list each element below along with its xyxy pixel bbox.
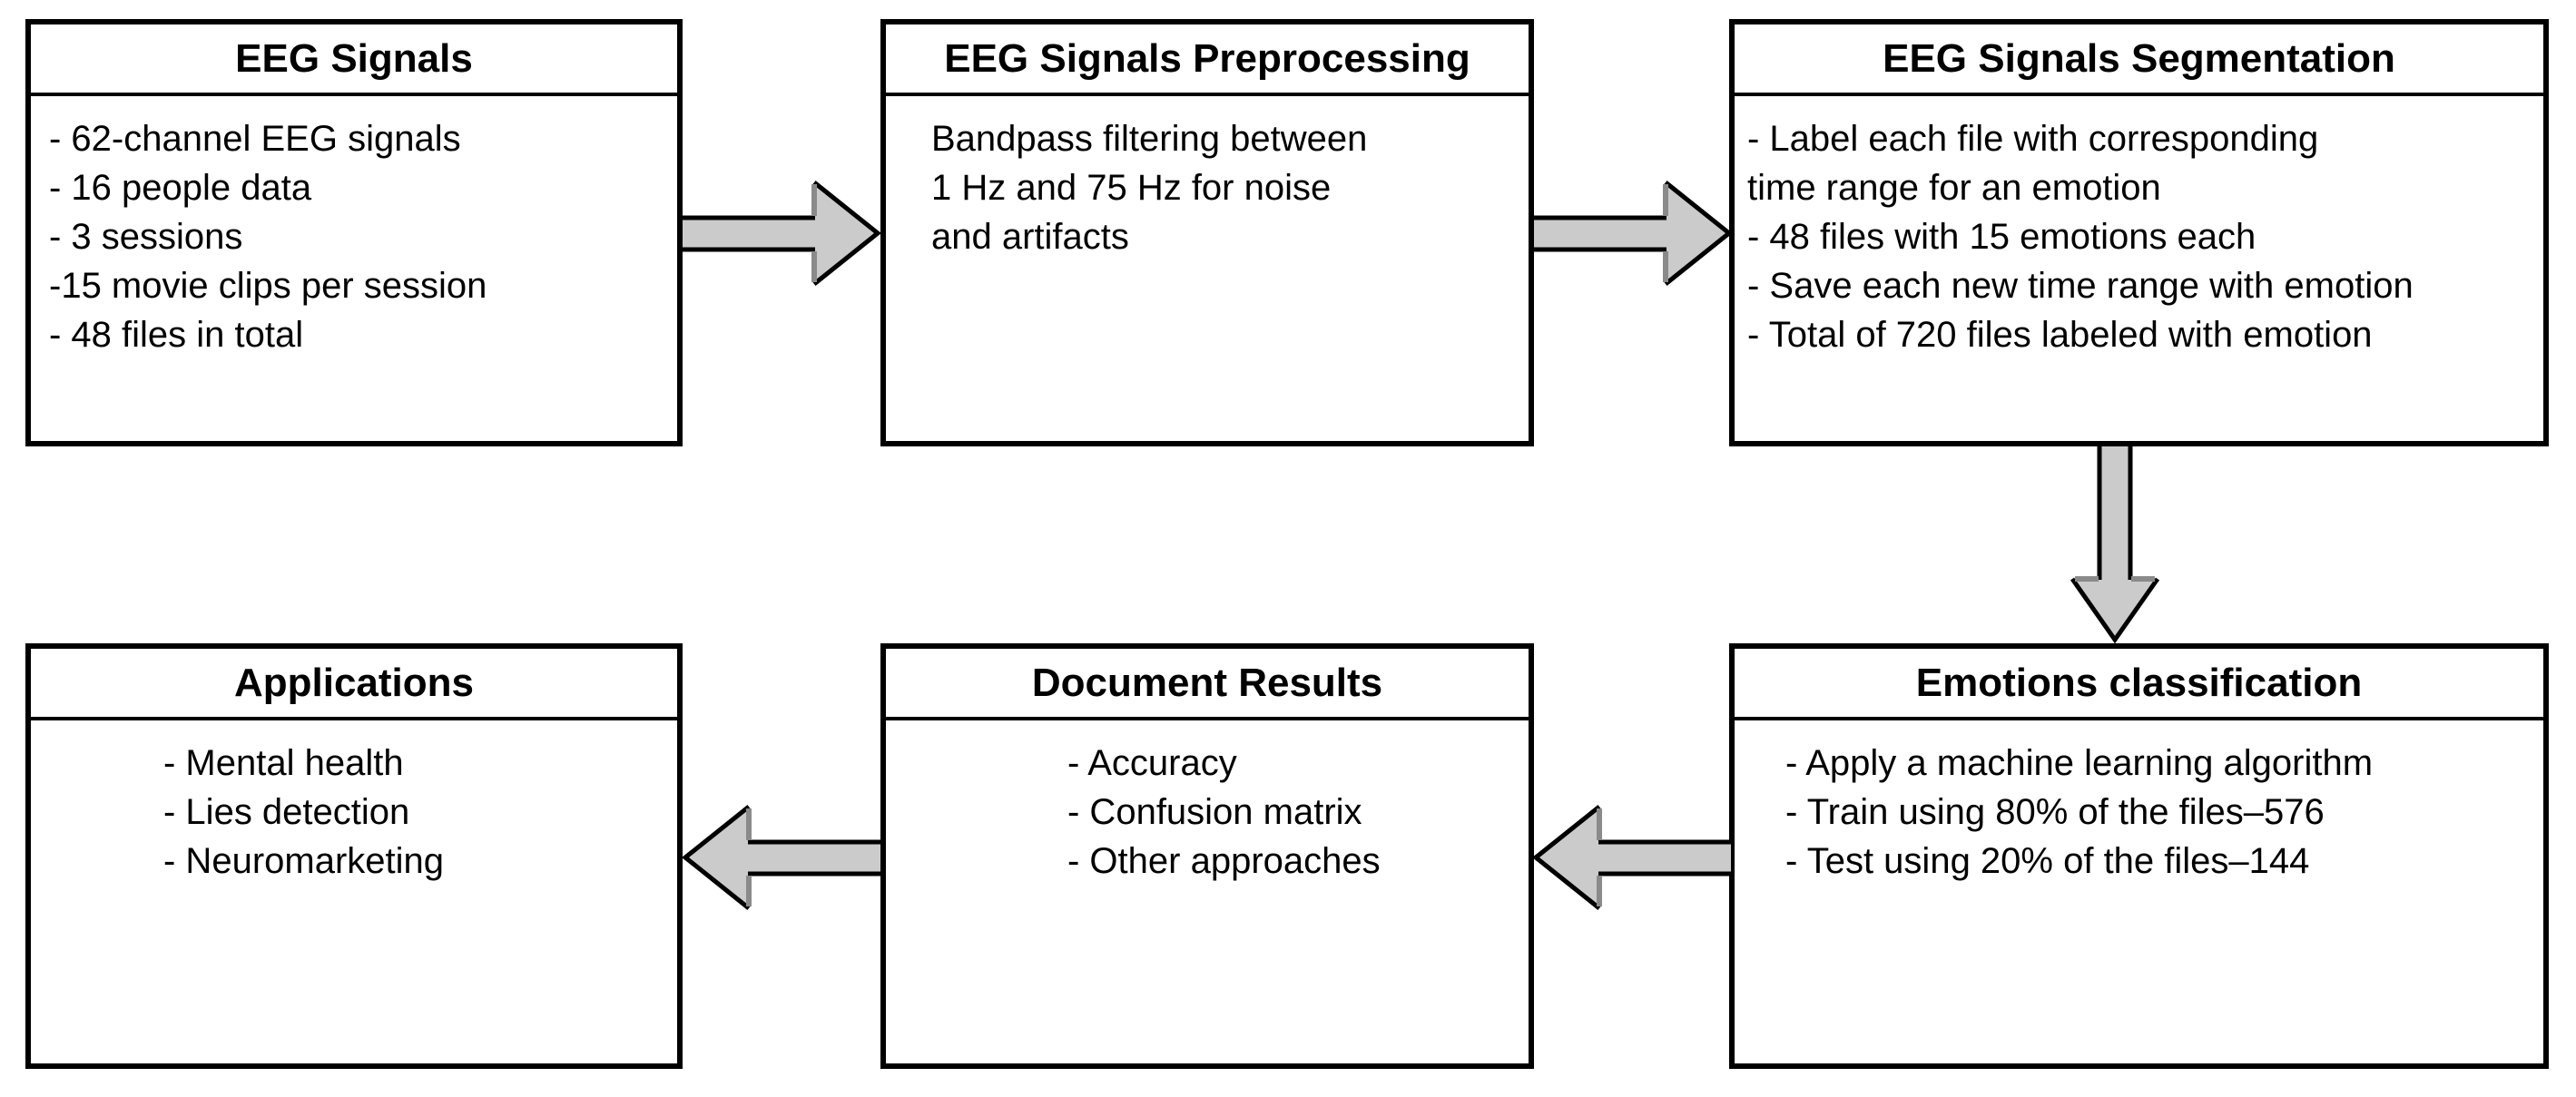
flow-box-eeg-signals: EEG Signals - 62-channel EEG signals - 1… bbox=[25, 19, 683, 446]
list-item: - 48 files with 15 emotions each bbox=[1747, 217, 2256, 257]
box-title: Document Results bbox=[886, 649, 1529, 720]
list-item: - 3 sessions bbox=[49, 217, 243, 257]
list-item: - Total of 720 files labeled with emotio… bbox=[1747, 315, 2373, 355]
box-title: EEG Signals Segmentation bbox=[1735, 24, 2543, 96]
list-item: - Apply a machine learning algorithm bbox=[1785, 743, 2374, 783]
list-item: - Test using 20% of the files–144 bbox=[1785, 841, 2310, 881]
list-item: - 16 people data bbox=[49, 168, 312, 208]
box-title: EEG Signals Preprocessing bbox=[886, 24, 1529, 96]
box-body: - Accuracy - Confusion matrix - Other ap… bbox=[886, 720, 1529, 886]
box-title: Emotions classification bbox=[1735, 649, 2543, 720]
list-item: -15 movie clips per session bbox=[49, 266, 487, 306]
flow-box-emotions-classification: Emotions classification - Apply a machin… bbox=[1729, 643, 2549, 1069]
arrow-right-icon bbox=[1534, 181, 1734, 286]
list-item: - Accuracy bbox=[1067, 743, 1237, 783]
box-title: Applications bbox=[31, 649, 677, 720]
list-item: Bandpass filtering between bbox=[931, 119, 1368, 159]
arrow-left-icon bbox=[681, 805, 880, 910]
box-body: - Apply a machine learning algorithm - T… bbox=[1735, 720, 2543, 886]
flow-box-eeg-signals-preprocessing: EEG Signals Preprocessing Bandpass filte… bbox=[880, 19, 1534, 446]
flow-box-eeg-signals-segmentation: EEG Signals Segmentation - Label each fi… bbox=[1729, 19, 2549, 446]
box-body: Bandpass filtering between 1 Hz and 75 H… bbox=[886, 96, 1529, 261]
flow-box-applications: Applications - Mental health - Lies dete… bbox=[25, 643, 683, 1069]
list-item: and artifacts bbox=[931, 217, 1129, 257]
list-item: - Mental health bbox=[163, 743, 404, 783]
box-body: - 62-channel EEG signals - 16 people dat… bbox=[31, 96, 677, 359]
arrow-down-icon bbox=[2070, 446, 2160, 644]
box-body: - Label each file with corresponding tim… bbox=[1735, 96, 2543, 359]
list-item: - Confusion matrix bbox=[1067, 792, 1362, 832]
list-item: - Label each file with corresponding bbox=[1747, 119, 2319, 159]
arrow-right-icon bbox=[683, 181, 882, 286]
list-item: - Lies detection bbox=[163, 792, 410, 832]
list-item: - 48 files in total bbox=[49, 315, 304, 355]
list-item: - 62-channel EEG signals bbox=[49, 119, 461, 159]
list-item: - Neuromarketing bbox=[163, 841, 445, 881]
list-item: time range for an emotion bbox=[1747, 168, 2161, 208]
list-item: 1 Hz and 75 Hz for noise bbox=[931, 168, 1332, 208]
flow-box-document-results: Document Results - Accuracy - Confusion … bbox=[880, 643, 1534, 1069]
arrow-left-icon bbox=[1531, 805, 1731, 910]
list-item: - Train using 80% of the files–576 bbox=[1785, 792, 2325, 832]
list-item: - Other approaches bbox=[1067, 841, 1381, 881]
list-item: - Save each new time range with emotion bbox=[1747, 266, 2414, 306]
box-body: - Mental health - Lies detection - Neuro… bbox=[31, 720, 677, 886]
box-title: EEG Signals bbox=[31, 24, 677, 96]
